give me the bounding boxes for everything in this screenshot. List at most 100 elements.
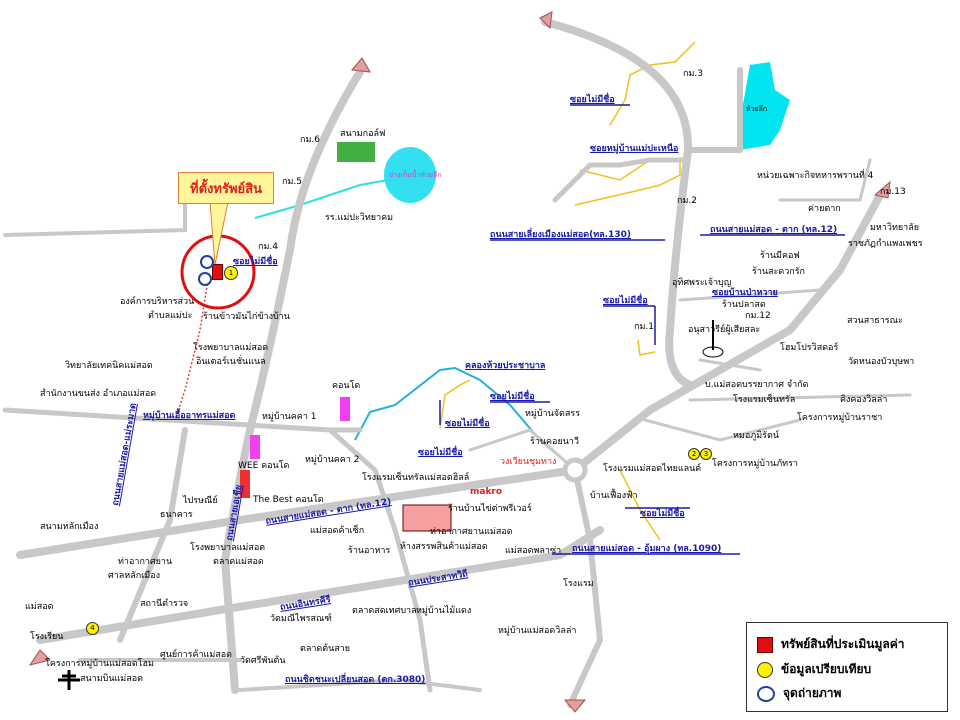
place-label: หมู่บ้านแม่สอดวิลล่า: [498, 626, 577, 636]
place-label: สำนักงานขนส่ง อำเภอแม่สอด: [40, 389, 157, 399]
callout-pointer: [209, 201, 229, 266]
label-leaders: [439, 104, 845, 555]
place-label: บ.แม่สอดบรรยากาศ จำกัด: [705, 380, 809, 390]
place-label: โครงการหมู่บ้านราชา: [797, 413, 883, 423]
place-label: โรงแรมเซ็นทรัลแม่สอดฮิลล์: [362, 473, 470, 483]
legend-subject-property: ทรัพย์สินที่ประเมินมูลค่า: [781, 637, 905, 651]
photo-point-icon[interactable]: [198, 272, 212, 286]
place-label: องค์การบริหารส่วน: [120, 297, 195, 307]
wee-condo-building: [250, 435, 260, 459]
place-label: โรงแรม: [563, 579, 594, 589]
comparable-marker-2[interactable]: 2: [688, 448, 700, 460]
place-label: วงเวียนชุมทาง: [500, 457, 557, 467]
place-label: โครงการหมู่บ้านภัทรา: [712, 459, 798, 469]
place-label: อ่างเก็บน้ำห้วยลึก: [389, 171, 442, 179]
place-label: รร.แม่ปะวิทยาคม: [325, 213, 394, 223]
property-location-callout: ที่ตั้งทรัพย์สิน: [178, 172, 274, 204]
map-legend: ทรัพย์สินที่ประเมินมูลค่า ข้อมูลเปรียบเท…: [746, 622, 948, 712]
road-label: ซอยบ้านป่าหวาย: [712, 288, 778, 298]
place-label: ตลาดแม่สอด: [213, 557, 264, 567]
reservoir-west: [384, 147, 436, 203]
airport-area: [402, 504, 452, 532]
place-label: ไปรษณีย์: [183, 496, 218, 506]
road-label: ถนนสายเลี่ยงเมืองแม่สอด(ทล.130): [490, 230, 631, 240]
place-label: ร้านมีคอฟ: [760, 251, 800, 261]
place-label: ร้านข้าวมันไก่ข้างบ้าน: [203, 312, 290, 322]
place-label: โฮมโปรวิสดอร์: [780, 343, 839, 353]
airplane-icon: [58, 670, 80, 690]
place-label: หมู่บ้านคคา 1: [262, 412, 317, 422]
road-label: ซอยไม่มีชื่อ: [490, 392, 535, 402]
canal: [354, 366, 576, 471]
place-label: กม.3: [683, 69, 703, 79]
road-label: ซอยไม่มีชื่อ: [233, 257, 278, 267]
road-direction-arrows: [28, 11, 891, 713]
photo-point-icon[interactable]: [200, 255, 214, 269]
road-label: ถนนชิดชนะเปลี่ยนสอด (ตก.3080): [285, 675, 426, 685]
place-label: สนามกอล์ฟ: [340, 129, 386, 139]
comparable-number: 1: [228, 269, 234, 277]
place-label: วัดศรีพันต้น: [240, 656, 286, 666]
place-label: ร้านสะดวกรัก: [752, 267, 805, 277]
road-label: ถนนสายแม่สอด - อุ้มผาง (ทล.1090): [572, 544, 722, 554]
place-label: ตลาดสดเทศบาล: [352, 606, 417, 616]
comparable-marker-1[interactable]: 1: [224, 266, 238, 280]
place-label: หมู่บ้านคคา 2: [305, 455, 360, 465]
place-label: กม.12: [745, 311, 771, 321]
place-label: กม.13: [880, 187, 906, 197]
place-label: ค่ายตาก: [808, 204, 841, 214]
place-label: หมอภูมิรัตน์: [733, 431, 779, 441]
road-label: ซอยไม่มีชื่อ: [570, 95, 615, 105]
place-label: ราชภัฏกำแพงเพชร: [848, 239, 923, 249]
place-label: หน่วยเฉพาะกิจทหารพรานที่ 4: [757, 171, 874, 181]
legend-comparable: ข้อมูลเปรียบเทียบ: [781, 662, 872, 676]
place-label: กม.6: [300, 135, 320, 145]
place-label: โรงพยาบาลแม่สอด: [193, 343, 269, 353]
place-label: ร้านบ้านไข่ต่าพรีเวอร์: [448, 504, 532, 514]
place-label: บ้านเฟื้องฟ้า: [590, 491, 638, 501]
place-label: ห้วยลึก: [746, 105, 768, 113]
place-label: มหาวิทยาลัย: [870, 223, 920, 233]
photo-point-legend-icon: [757, 685, 775, 702]
road-label: ซอยไม่มีชื่อ: [603, 296, 648, 306]
place-label: โรงแรมแม่สอดไทยแลนด์: [603, 464, 702, 474]
place-label: แม่สอดค้าเซ็ก: [310, 526, 365, 536]
place-label: ตลาดต้นสาย: [300, 644, 351, 654]
place-label: คิงคองวิลล่า: [840, 395, 888, 405]
place-label: โรงเรียน: [30, 632, 64, 642]
place-label: The Best คอนโด: [253, 495, 324, 505]
place-label: แม่สอดพลาซ่า: [505, 546, 562, 556]
place-label: อินเตอร์เนชั่นแนล: [196, 357, 266, 367]
place-label: ศาลหลักเมือง: [108, 571, 160, 581]
road-label: ซอยหมู่บ้านแม่ปะเหนือ: [590, 144, 679, 154]
place-label: หมู่บ้านไม้แดง: [416, 606, 472, 616]
place-label: โรงพยาบาลแม่สอด: [190, 543, 266, 553]
place-label: ท่าอากาศยาน: [118, 557, 173, 567]
place-label: วิทยาลัยเทคนิคแม่สอด: [65, 361, 153, 371]
place-label: makro: [470, 487, 503, 497]
comparable-marker-4[interactable]: 4: [86, 622, 99, 635]
place-label: ตำบลแม่ปะ: [148, 311, 193, 321]
road-label: คลองห้วยประชาบาล: [465, 361, 546, 371]
place-label: สนามบินแม่สอด: [80, 674, 143, 684]
place-label: กม.4: [258, 242, 278, 252]
legend-photo-point: จุดถ่ายภาพ: [783, 686, 842, 700]
comparable-marker-3[interactable]: 3: [700, 448, 712, 460]
place-label: ร้านคอยนาวี: [530, 437, 579, 447]
place-label: กม.1: [634, 322, 654, 332]
place-label: ร้านปลาสด: [722, 300, 766, 310]
subject-property-marker[interactable]: [212, 264, 223, 280]
comparable-legend-icon: [757, 661, 773, 678]
place-label: แม่สอด: [25, 602, 54, 612]
road-label: ซอยไม่มีชื่อ: [445, 419, 490, 429]
place-label: กม.5: [282, 177, 302, 187]
road-label: ซอยไม่มีชื่อ: [418, 448, 463, 458]
place-label: โครงการหมู่บ้านแม่สอดโฮม: [45, 659, 154, 669]
subject-property-legend-icon: [757, 636, 773, 653]
road-label: ซอยไม่มีชื่อ: [640, 509, 685, 519]
place-label: คอนโด: [332, 381, 361, 391]
place-label: ห้างสรรพสินค้าแม่สอด: [400, 542, 488, 552]
stream: [254, 179, 389, 219]
